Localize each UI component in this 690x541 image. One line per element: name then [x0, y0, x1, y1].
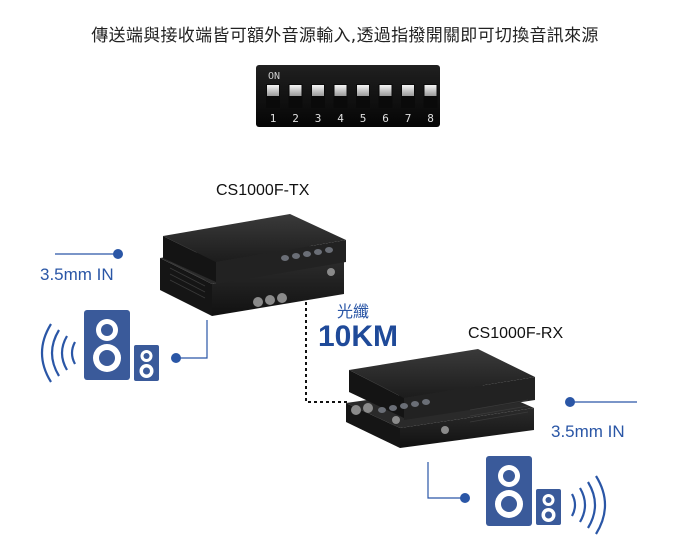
- audio-input-label-left: 3.5mm IN: [40, 265, 114, 284]
- dip-switch-toggle-4[interactable]: [334, 85, 347, 96]
- dip-switch: ON 1 2 3 4 5 6 7 8: [256, 65, 440, 127]
- dip-switch-number-3: 3: [315, 112, 322, 125]
- dip-switch-toggle-8[interactable]: [424, 85, 437, 96]
- dip-switch-toggle-2[interactable]: [289, 85, 302, 96]
- audio-input-line-right: [565, 397, 637, 407]
- dip-switch-toggle-7[interactable]: [402, 85, 414, 96]
- fiber-distance: 10KM: [318, 320, 399, 353]
- transmitter-label: CS1000F-TX: [216, 182, 310, 199]
- dip-switch-number-6: 6: [382, 112, 389, 125]
- speaker-wire-right: [427, 462, 465, 499]
- dip-switch-toggle-6[interactable]: [379, 85, 392, 96]
- receiver-device: [346, 349, 535, 448]
- speakers-right: [486, 456, 606, 535]
- dip-switch-number-8: 8: [427, 112, 434, 125]
- dip-switch-toggle-5[interactable]: [357, 85, 369, 96]
- dip-switch-number-4: 4: [337, 112, 344, 125]
- dip-switch-toggle-3[interactable]: [312, 85, 324, 96]
- fiber-label: 光纖: [337, 302, 370, 321]
- sound-wave-icon-left: [41, 323, 76, 383]
- sound-wave-icon-right: [571, 475, 606, 535]
- dip-on-label: ON: [268, 71, 280, 82]
- dip-switch-number-2: 2: [292, 112, 299, 125]
- transmitter-device: [160, 214, 346, 316]
- dip-switch-number-1: 1: [270, 112, 277, 125]
- speaker-wire-left: [176, 320, 208, 359]
- dip-switch-number-5: 5: [360, 112, 367, 125]
- dip-switch-number-7: 7: [405, 112, 412, 125]
- dip-switch-toggle-1[interactable]: [267, 85, 279, 96]
- page-title: 傳送端與接收端皆可額外音源輸入,透過指撥開關即可切換音訊來源: [91, 26, 599, 46]
- audio-input-line-left: [55, 249, 123, 259]
- receiver-label: CS1000F-RX: [468, 325, 564, 342]
- speakers-left: [41, 310, 159, 383]
- audio-input-label-right: 3.5mm IN: [551, 422, 625, 441]
